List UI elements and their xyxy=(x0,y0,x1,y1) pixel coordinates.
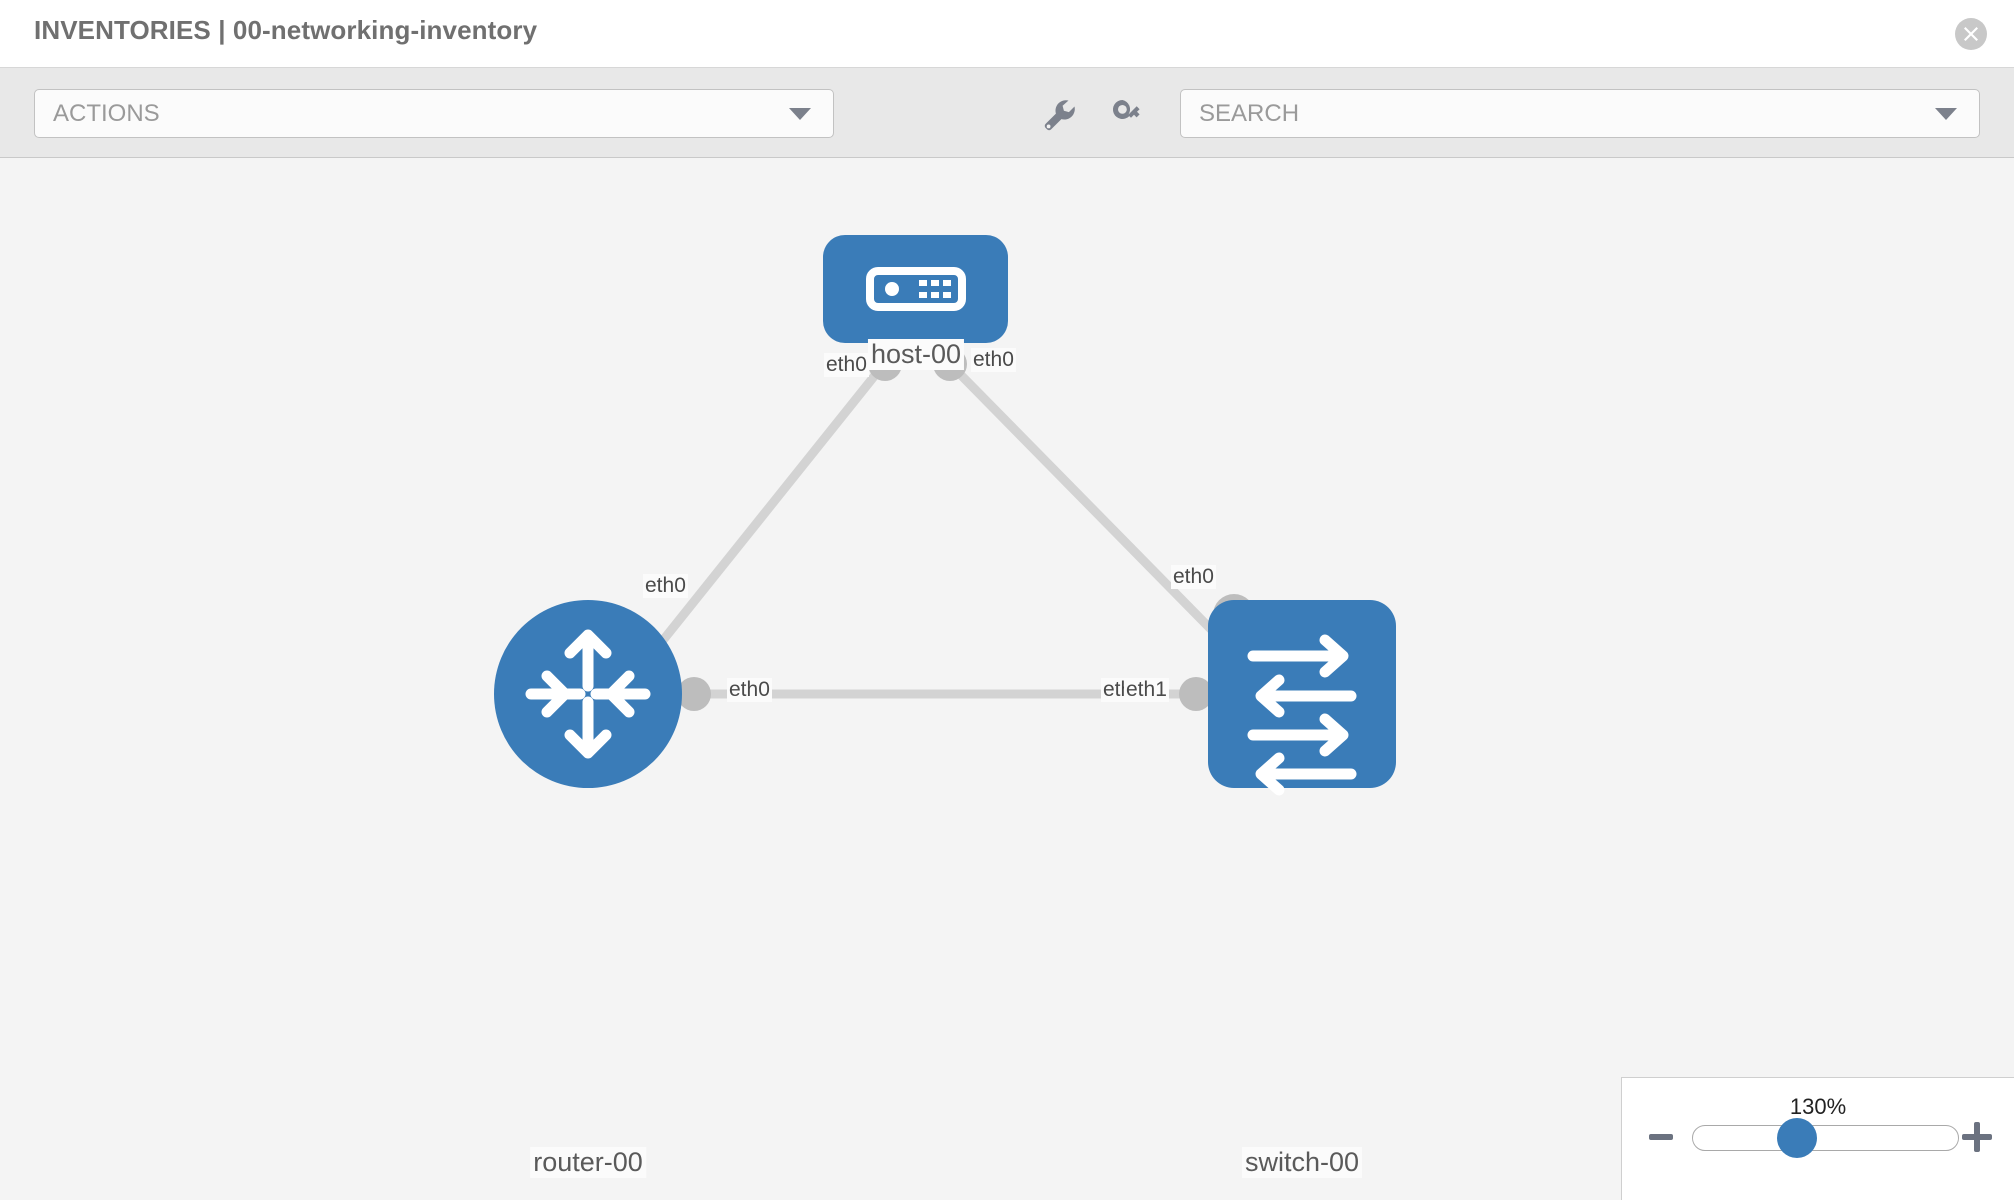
zoom-slider-track[interactable] xyxy=(1692,1125,1959,1151)
link-host-router[interactable] xyxy=(636,366,884,672)
topology-canvas[interactable]: eth0 eth0 eth0 eth0 eth0 eth0 eth1 host-… xyxy=(0,159,2014,1200)
zoom-in-button[interactable] xyxy=(1962,1122,1992,1152)
node-host-00[interactable] xyxy=(823,235,1008,343)
zoom-out-button[interactable] xyxy=(1649,1134,1673,1140)
connector-dot[interactable] xyxy=(1179,677,1213,711)
node-switch-00[interactable] xyxy=(1208,600,1396,796)
window-header: INVENTORIES | 00-networking-inventory xyxy=(0,0,2014,68)
port-label: eth1 xyxy=(1124,678,1169,702)
port-label: eth0 xyxy=(824,353,869,377)
zoom-control: 130% xyxy=(1621,1077,2014,1200)
node-label-host-00: host-00 xyxy=(867,339,965,370)
port-label: eth0 xyxy=(727,678,772,702)
wrench-icon[interactable] xyxy=(1038,94,1078,134)
connector-dot[interactable] xyxy=(677,677,711,711)
wrench-glyph xyxy=(1044,100,1075,131)
port-label: eth0 xyxy=(971,348,1016,372)
actions-dropdown-label: ACTIONS xyxy=(53,99,160,127)
zoom-percent-label: 130% xyxy=(1789,1094,1847,1119)
node-router-00[interactable] xyxy=(494,600,682,788)
chevron-down-icon xyxy=(789,107,811,120)
switch-arrows-icon xyxy=(1247,634,1357,796)
topology-graph xyxy=(494,235,1396,796)
router-arrows-icon xyxy=(525,629,651,759)
server-icon xyxy=(866,267,966,311)
node-label-switch-00: switch-00 xyxy=(1241,1147,1363,1178)
links-layer xyxy=(636,365,1254,699)
zoom-slider-thumb[interactable] xyxy=(1777,1118,1817,1158)
port-label: eth0 xyxy=(1171,565,1216,589)
link-host-switch[interactable] xyxy=(951,365,1254,673)
actions-dropdown[interactable]: ACTIONS xyxy=(34,89,834,138)
node-label-router-00: router-00 xyxy=(530,1147,646,1178)
page-title: INVENTORIES | 00-networking-inventory xyxy=(34,15,538,45)
chevron-down-icon xyxy=(1935,107,1957,120)
connectors-layer xyxy=(677,347,1255,711)
search-input[interactable]: SEARCH xyxy=(1180,89,1980,138)
search-placeholder: SEARCH xyxy=(1199,99,1300,127)
port-label: eth0 xyxy=(643,574,688,598)
key-icon[interactable] xyxy=(1107,94,1147,134)
close-x-glyph xyxy=(1964,27,1978,41)
toolbar: ACTIONS SEARCH xyxy=(0,68,2014,158)
key-glyph xyxy=(1112,99,1140,119)
close-icon[interactable] xyxy=(1955,18,1987,50)
